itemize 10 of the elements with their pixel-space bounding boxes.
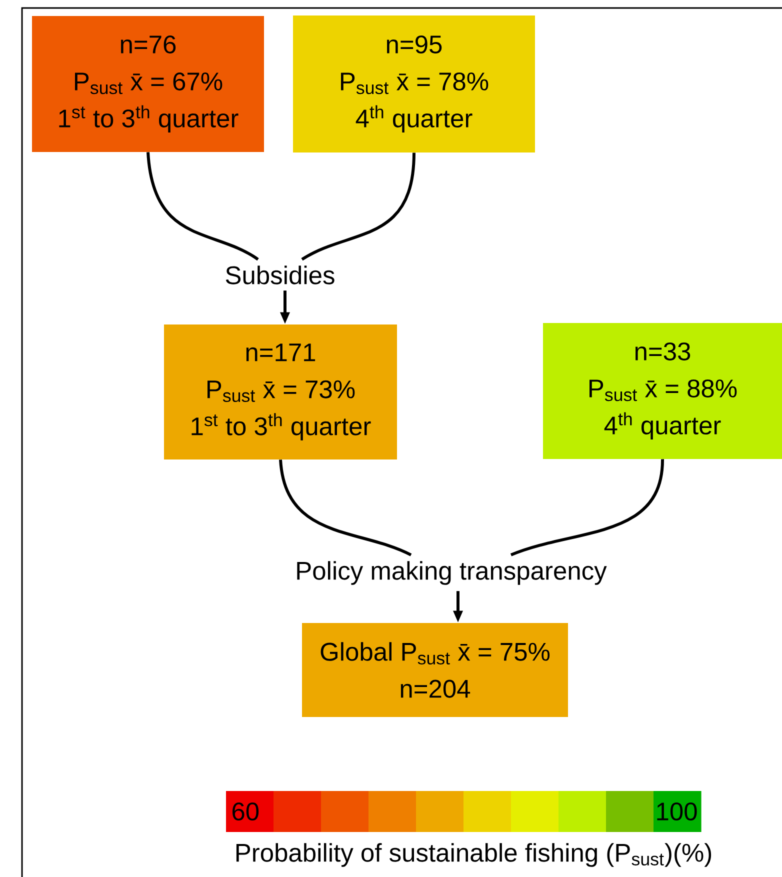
group-box: n=171 P$_{sust}$ x̄ = 73% 1$^{st}$ to 3$^{th}$ quarter <box>164 324 397 460</box>
scale-caption: Probability of sustainable fishing (P$_{sust}$)(%) <box>236 843 712 867</box>
group-box: Global P$_{sust}$ x̄ = 75% n=204 <box>302 623 568 717</box>
group-box: n=76 P$_{sust}$ x̄ = 67% 1$^{st}$ to 3$^{th}$ quarter <box>32 16 264 152</box>
scale-tick-label: 100 <box>657 802 697 821</box>
group-box: n=33 P$_{sust}$ x̄ = 88% 4$^{th}$ quarter <box>543 323 782 459</box>
factor-label: Policy making transparency <box>297 561 607 585</box>
factor-label: Subsidies <box>226 266 334 284</box>
scale-tick-label: 60 <box>232 802 259 821</box>
group-box: n=95 P$_{sust}$ x̄ = 78% 4$^{th}$ quarter <box>293 15 535 152</box>
